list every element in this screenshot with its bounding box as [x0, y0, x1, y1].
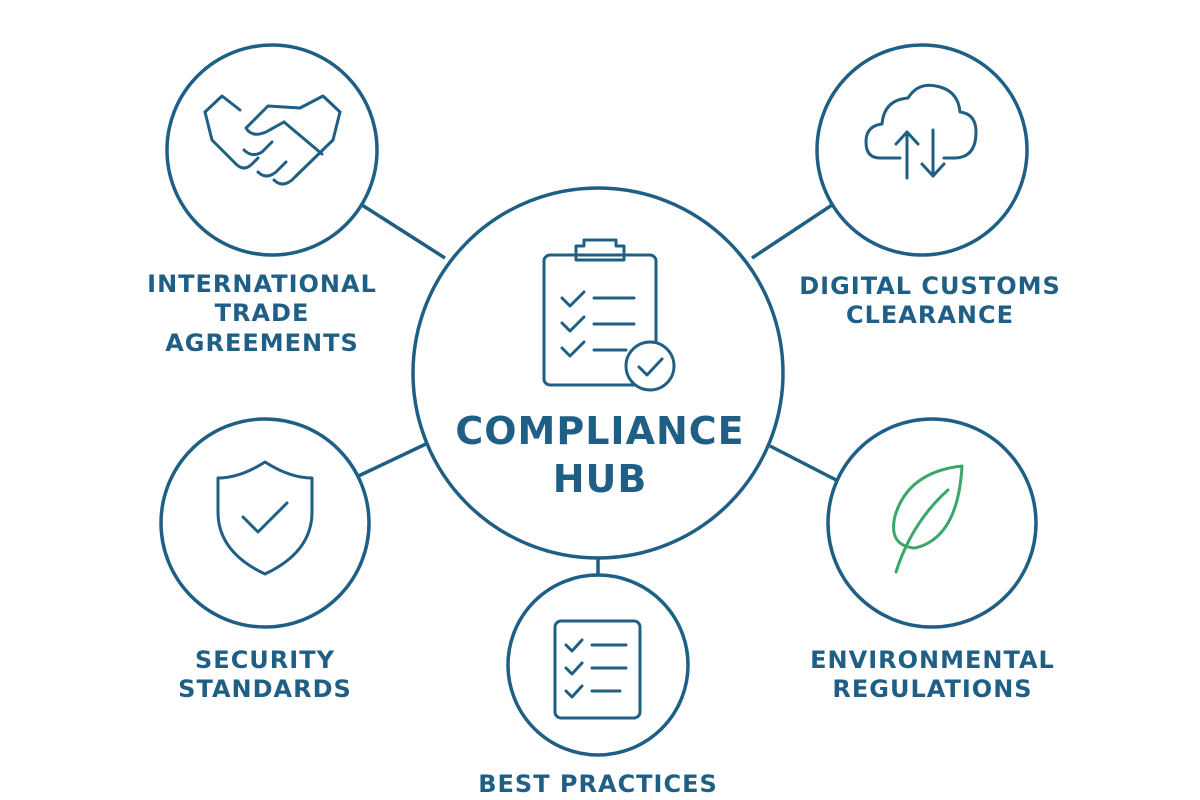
trade-label: INTERNATIONAL TRADE AGREEMENTS: [132, 270, 392, 358]
hub-title-line2: HUB: [552, 456, 648, 501]
security-label-line2: STANDARDS: [178, 675, 352, 704]
connector-environment: [769, 444, 841, 484]
hub-title-line1: COMPLIANCE: [455, 409, 745, 453]
trade-label-line1: INTERNATIONAL: [147, 270, 377, 298]
clipboard-check-icon: [542, 238, 676, 392]
environment-circle: [826, 417, 1038, 629]
trade-label-line3: AGREEMENTS: [165, 328, 359, 357]
customs-circle: [815, 43, 1029, 257]
environment-label-line2: REGULATIONS: [832, 675, 1033, 704]
practices-circle: [506, 573, 690, 757]
customs-label-line1: DIGITAL CUSTOMS: [799, 272, 1061, 300]
trade-label-line2: TRADE: [214, 299, 310, 328]
connector-customs: [751, 203, 833, 260]
connector-security: [349, 441, 429, 482]
handshake-icon: [203, 94, 342, 186]
practices-label: BEST PRACTICES: [460, 770, 736, 799]
security-label: SECURITY STANDARDS: [160, 646, 370, 705]
security-label-line1: SECURITY: [195, 646, 335, 674]
shield-check-icon: [216, 460, 314, 576]
leaf-icon: [892, 464, 964, 574]
environment-label: ENVIRONMENTAL REGULATIONS: [800, 646, 1065, 705]
customs-label-line2: CLEARANCE: [845, 301, 1015, 330]
environment-label-line1: ENVIRONMENTAL: [810, 646, 1055, 674]
checklist-icon: [553, 619, 642, 720]
connector-trade: [361, 203, 446, 260]
practices-label-line1: BEST PRACTICES: [478, 770, 718, 798]
cloud-sync-icon: [864, 83, 978, 180]
customs-label: DIGITAL CUSTOMS CLEARANCE: [790, 272, 1070, 331]
trade-circle: [165, 43, 379, 257]
hub-title: COMPLIANCE HUB: [400, 408, 800, 503]
hub-circle: [411, 186, 785, 560]
